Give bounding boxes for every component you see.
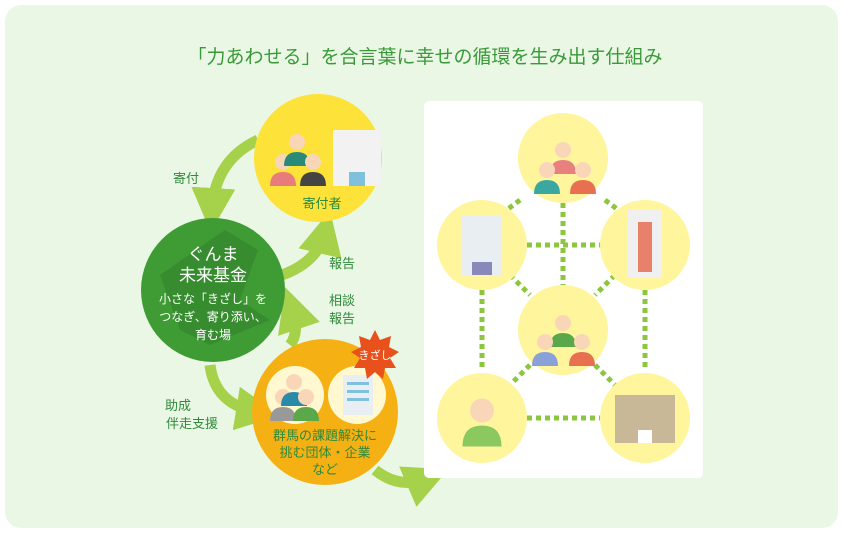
grant-label-2: 伴走支援: [166, 417, 218, 432]
cycle-arrows: [191, 135, 449, 507]
fund-name-2: 未来基金: [179, 266, 247, 286]
report-arrow: [280, 210, 342, 281]
network-node-building-bottom-right: [600, 373, 690, 463]
fund-name-1: ぐんま: [188, 245, 239, 265]
network-arrow: [371, 465, 449, 507]
kizashi-badge: きざし: [351, 330, 399, 379]
donor-label: 寄付者: [302, 196, 341, 212]
network-node-group-center: [518, 285, 608, 375]
org-label-2: 挑む団体・企業: [279, 445, 370, 461]
donor-node: 寄付者: [254, 94, 382, 222]
report-label: 報告: [329, 257, 355, 272]
grant-label-1: 助成: [165, 399, 191, 414]
network-panel: [424, 101, 703, 478]
gunma-map-icon: [160, 230, 270, 345]
org-label-3: など: [312, 463, 338, 478]
background-panel: [5, 5, 838, 528]
consult-arrow: [278, 287, 320, 349]
organization-node: きざし 群馬の課題解決に 挑む団体・企業 など: [252, 330, 399, 485]
network-node-person-bottom-left: [437, 373, 527, 463]
fund-desc-2: つなぎ、寄り添い、: [159, 309, 266, 324]
network-node-building-right: [600, 200, 690, 290]
grant-arrow: [204, 364, 280, 431]
fund-desc-1: 小さな「きざし」を: [159, 291, 267, 306]
fund-desc-3: 育む場: [195, 327, 231, 342]
building-icon: [343, 375, 373, 415]
building-icon: [333, 130, 381, 186]
badge-label: きざし: [359, 348, 392, 362]
consult-label-1: 相談: [329, 293, 355, 309]
network-node-building-left: [437, 200, 527, 290]
fund-node: ぐんま 未来基金 小さな「きざし」を つなぎ、寄り添い、 育む場: [141, 218, 285, 362]
donation-arrow: [191, 135, 261, 232]
org-label-1: 群馬の課題解決に: [273, 428, 377, 444]
network-node-group-top: [518, 113, 608, 203]
page-title: 「力あわせる」を合言葉に幸せの循環を生み出す仕組み: [187, 46, 662, 68]
donation-label: 寄付: [173, 171, 199, 187]
consult-label-2: 報告: [329, 312, 355, 327]
